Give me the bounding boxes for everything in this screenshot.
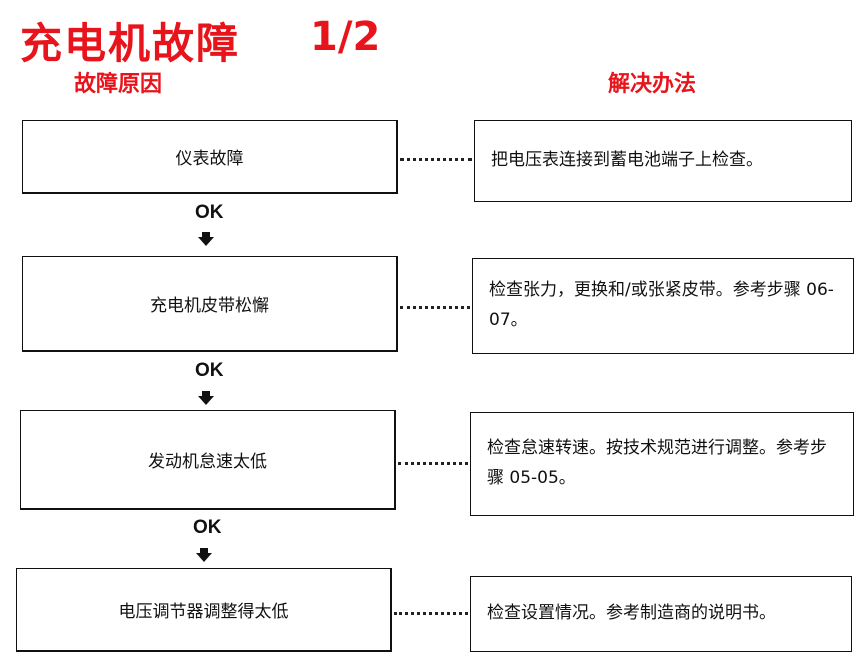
- cause-column-header: 故障原因: [74, 72, 163, 97]
- cause-text-4: 电压调节器调整得太低: [118, 602, 289, 622]
- connector-dots-1: [400, 158, 472, 161]
- cause-box-1: 仪表故障: [22, 120, 398, 194]
- cause-text-2: 充电机皮带松懈: [150, 296, 269, 316]
- down-arrow-icon: [198, 391, 214, 405]
- cause-box-4: 电压调节器调整得太低: [16, 568, 392, 652]
- solution-column-header: 解决办法: [608, 72, 697, 97]
- solution-text-1: 把电压表连接到蓄电池端子上检查。: [491, 150, 763, 171]
- cause-box-2: 充电机皮带松懈: [22, 256, 398, 352]
- ok-label-2: OK: [195, 360, 224, 381]
- connector-dots-4: [394, 612, 468, 615]
- down-arrow-icon: [196, 548, 212, 562]
- down-arrow-icon: [198, 232, 214, 246]
- cause-text-3: 发动机怠速太低: [148, 452, 267, 472]
- solution-box-3: 检查怠速转速。按技术规范进行调整。参考步骤 05-05。: [470, 412, 854, 516]
- cause-box-3: 发动机怠速太低: [20, 410, 396, 510]
- page-number: 1/2: [310, 14, 381, 60]
- ok-label-1: OK: [195, 202, 224, 223]
- solution-text-2: 检查张力，更换和/或张紧皮带。参考步骤 06-07。: [489, 280, 834, 330]
- solution-box-2: 检查张力，更换和/或张紧皮带。参考步骤 06-07。: [472, 258, 854, 354]
- solution-text-4: 检查设置情况。参考制造商的说明书。: [487, 603, 776, 624]
- solution-text-3: 检查怠速转速。按技术规范进行调整。参考步骤 05-05。: [487, 438, 827, 488]
- ok-label-3: OK: [193, 517, 222, 538]
- cause-text-1: 仪表故障: [175, 149, 244, 169]
- connector-dots-3: [398, 462, 468, 465]
- solution-box-4: 检查设置情况。参考制造商的说明书。: [470, 576, 852, 652]
- solution-box-1: 把电压表连接到蓄电池端子上检查。: [474, 120, 852, 202]
- connector-dots-2: [400, 306, 470, 309]
- page-title: 充电机故障: [20, 19, 241, 68]
